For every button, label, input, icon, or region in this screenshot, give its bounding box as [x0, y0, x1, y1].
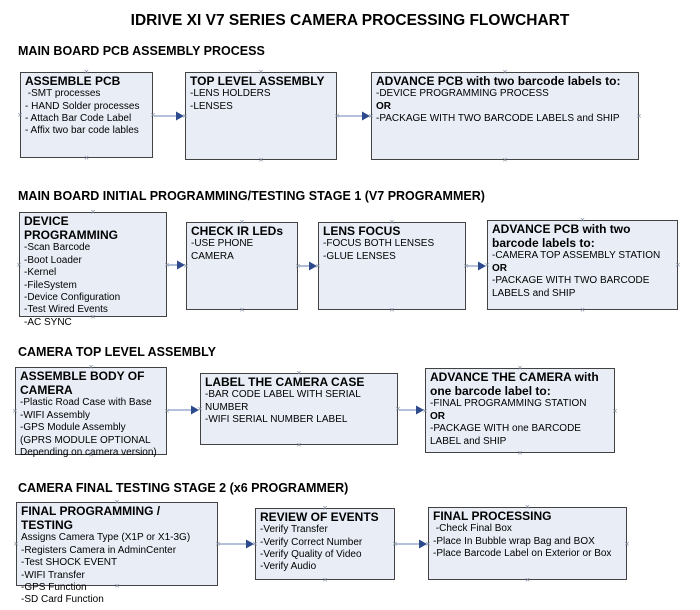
box-line: -Place In Bubble wrap Bag and BOX	[433, 535, 595, 547]
flow-arrowhead-icon	[176, 111, 184, 121]
box-line: -PACKAGE WITH TWO BARCODE LABELS and SHI…	[492, 275, 653, 299]
section-heading-stage1: MAIN BOARD INITIAL PROGRAMMING/TESTING S…	[18, 189, 485, 203]
box-line: -LENS HOLDERS	[190, 88, 271, 100]
flow-box-final-processing: FINAL PROCESSING -Check Final Box -Place…	[428, 507, 627, 580]
box-line: - HAND Solder processes	[25, 100, 140, 112]
box-line: -WIFI Assembly	[20, 409, 91, 421]
box-line: -GLUE LENSES	[323, 250, 396, 262]
box-line: -PACKAGE WITH one BARCODE LABEL and SHIP	[430, 423, 584, 447]
box-line: -FileSystem	[24, 279, 77, 291]
box-line: -CAMERA TOP ASSEMBLY STATION	[492, 250, 661, 262]
box-line: -LENSES	[190, 100, 233, 112]
box-line: -Place Barcode Label on Exterior or Box	[433, 547, 612, 559]
flow-box-final-programming-testing: FINAL PROGRAMMING / TESTING Assigns Came…	[16, 502, 218, 605]
box-line: -DEVICE PROGRAMMING PROCESS	[376, 88, 549, 100]
box-line: -PACKAGE WITH TWO BARCODE LABELS and SHI…	[376, 112, 620, 124]
flow-arrowhead-icon	[362, 111, 370, 121]
box-line: -Check Final Box	[433, 523, 512, 535]
flow-arrowhead-icon	[246, 539, 254, 549]
box-title: LENS FOCUS	[323, 224, 401, 238]
box-line: -GPS Function	[21, 581, 87, 593]
box-line: -FOCUS BOTH LENSES	[323, 238, 435, 250]
box-line: -Boot Loader	[24, 254, 82, 266]
box-line: -GPS Module Assembly	[20, 422, 126, 434]
flow-box-assemble-pcb: ASSEMBLE PCB -SMT processes - HAND Solde…	[20, 72, 153, 158]
page-title: IDRIVE XI V7 SERIES CAMERA PROCESSING FL…	[130, 12, 570, 29]
box-line: Depending on camera version)	[20, 446, 157, 458]
box-line: -WIFI SERIAL NUMBER LABEL	[205, 413, 348, 425]
box-title: ADVANCE PCB with two barcode labels to:	[376, 74, 621, 88]
box-line: -Verify Audio	[260, 561, 317, 573]
flow-arrowhead-icon	[419, 539, 427, 549]
box-line: -Test SHOCK EVENT	[21, 557, 118, 569]
box-title: FINAL PROCESSING	[433, 509, 552, 523]
flow-box-top-level-assembly: TOP LEVEL ASSEMBLY -LENS HOLDERS -LENSES	[185, 72, 337, 160]
box-line-or: OR	[492, 262, 507, 274]
box-line: -AC SYNC	[24, 316, 72, 328]
section-heading-pcb-assembly: MAIN BOARD PCB ASSEMBLY PROCESS	[18, 44, 265, 58]
box-title: ASSEMBLE PCB	[25, 74, 121, 88]
box-title: ASSEMBLE BODY OF CAMERA	[20, 369, 145, 398]
flow-box-device-programming: DEVICE PROGRAMMING -Scan Barcode -Boot L…	[19, 212, 167, 328]
box-line: -SD Card Function	[21, 594, 104, 606]
flow-arrowhead-icon	[478, 261, 486, 271]
box-line: -Verify Quality of Video	[260, 548, 362, 560]
flow-box-advance-pcb-2: ADVANCE PCB with two barcode labels to: …	[487, 220, 678, 310]
flow-box-check-ir-leds: CHECK IR LEDs -USE PHONE CAMERA	[186, 222, 298, 310]
box-line: -Scan Barcode	[24, 242, 91, 254]
flow-arrowhead-icon	[177, 260, 185, 270]
box-line-or: OR	[430, 410, 445, 422]
box-title: ADVANCE THE CAMERA with one barcode labe…	[430, 370, 599, 399]
flow-box-advance-pcb-1: ADVANCE PCB with two barcode labels to: …	[371, 72, 639, 160]
flow-box-label-camera-case: LABEL THE CAMERA CASE -BAR CODE LABEL WI…	[200, 373, 398, 445]
flow-box-assemble-body: ASSEMBLE BODY OF CAMERA -Plastic Road Ca…	[15, 367, 167, 458]
box-line: -BAR CODE LABEL WITH SERIAL NUMBER	[205, 389, 364, 413]
box-line: -WIFI Transfer	[21, 569, 85, 581]
box-title: ADVANCE PCB with two barcode labels to:	[492, 222, 631, 251]
flow-arrowhead-icon	[416, 405, 424, 415]
flow-arrowhead-icon	[191, 405, 199, 415]
box-title: CHECK IR LEDs	[191, 224, 284, 238]
box-line: -Registers Camera in AdminCenter	[21, 544, 177, 556]
box-line: -FINAL PROGRAMMING STATION	[430, 398, 587, 410]
box-line: -Verify Transfer	[260, 524, 328, 536]
section-heading-stage2: CAMERA FINAL TESTING STAGE 2 (x6 PROGRAM…	[18, 481, 349, 495]
box-line: Assigns Camera Type (X1P or X1-3G)	[21, 532, 191, 544]
box-title: REVIEW OF EVENTS	[260, 510, 379, 524]
flow-arrowhead-icon	[309, 261, 317, 271]
box-title: TOP LEVEL ASSEMBLY	[190, 74, 325, 88]
box-line: -USE PHONE CAMERA	[191, 238, 257, 262]
box-title: DEVICE PROGRAMMING	[24, 214, 118, 243]
flow-box-lens-focus: LENS FOCUS -FOCUS BOTH LENSES -GLUE LENS…	[318, 222, 466, 310]
box-line: -Device Configuration	[24, 291, 121, 303]
box-line: - Attach Bar Code Label	[25, 112, 132, 124]
box-line: (GPRS MODULE OPTIONAL	[20, 434, 151, 446]
box-title: FINAL PROGRAMMING / TESTING	[21, 504, 161, 533]
box-line: - Affix two bar code lables	[25, 125, 139, 137]
box-line-or: OR	[376, 100, 391, 112]
box-line: -SMT processes	[25, 88, 101, 100]
box-line: -Kernel	[24, 267, 57, 279]
section-heading-top-level-assembly: CAMERA TOP LEVEL ASSEMBLY	[18, 345, 216, 359]
box-title: LABEL THE CAMERA CASE	[205, 375, 365, 389]
flow-box-review-of-events: REVIEW OF EVENTS -Verify Transfer -Verif…	[255, 508, 395, 580]
flow-box-advance-camera: ADVANCE THE CAMERA with one barcode labe…	[425, 368, 615, 453]
box-line: -Plastic Road Case with Base	[20, 397, 152, 409]
box-line: -Test Wired Events	[24, 304, 108, 316]
box-line: -Verify Correct Number	[260, 536, 363, 548]
